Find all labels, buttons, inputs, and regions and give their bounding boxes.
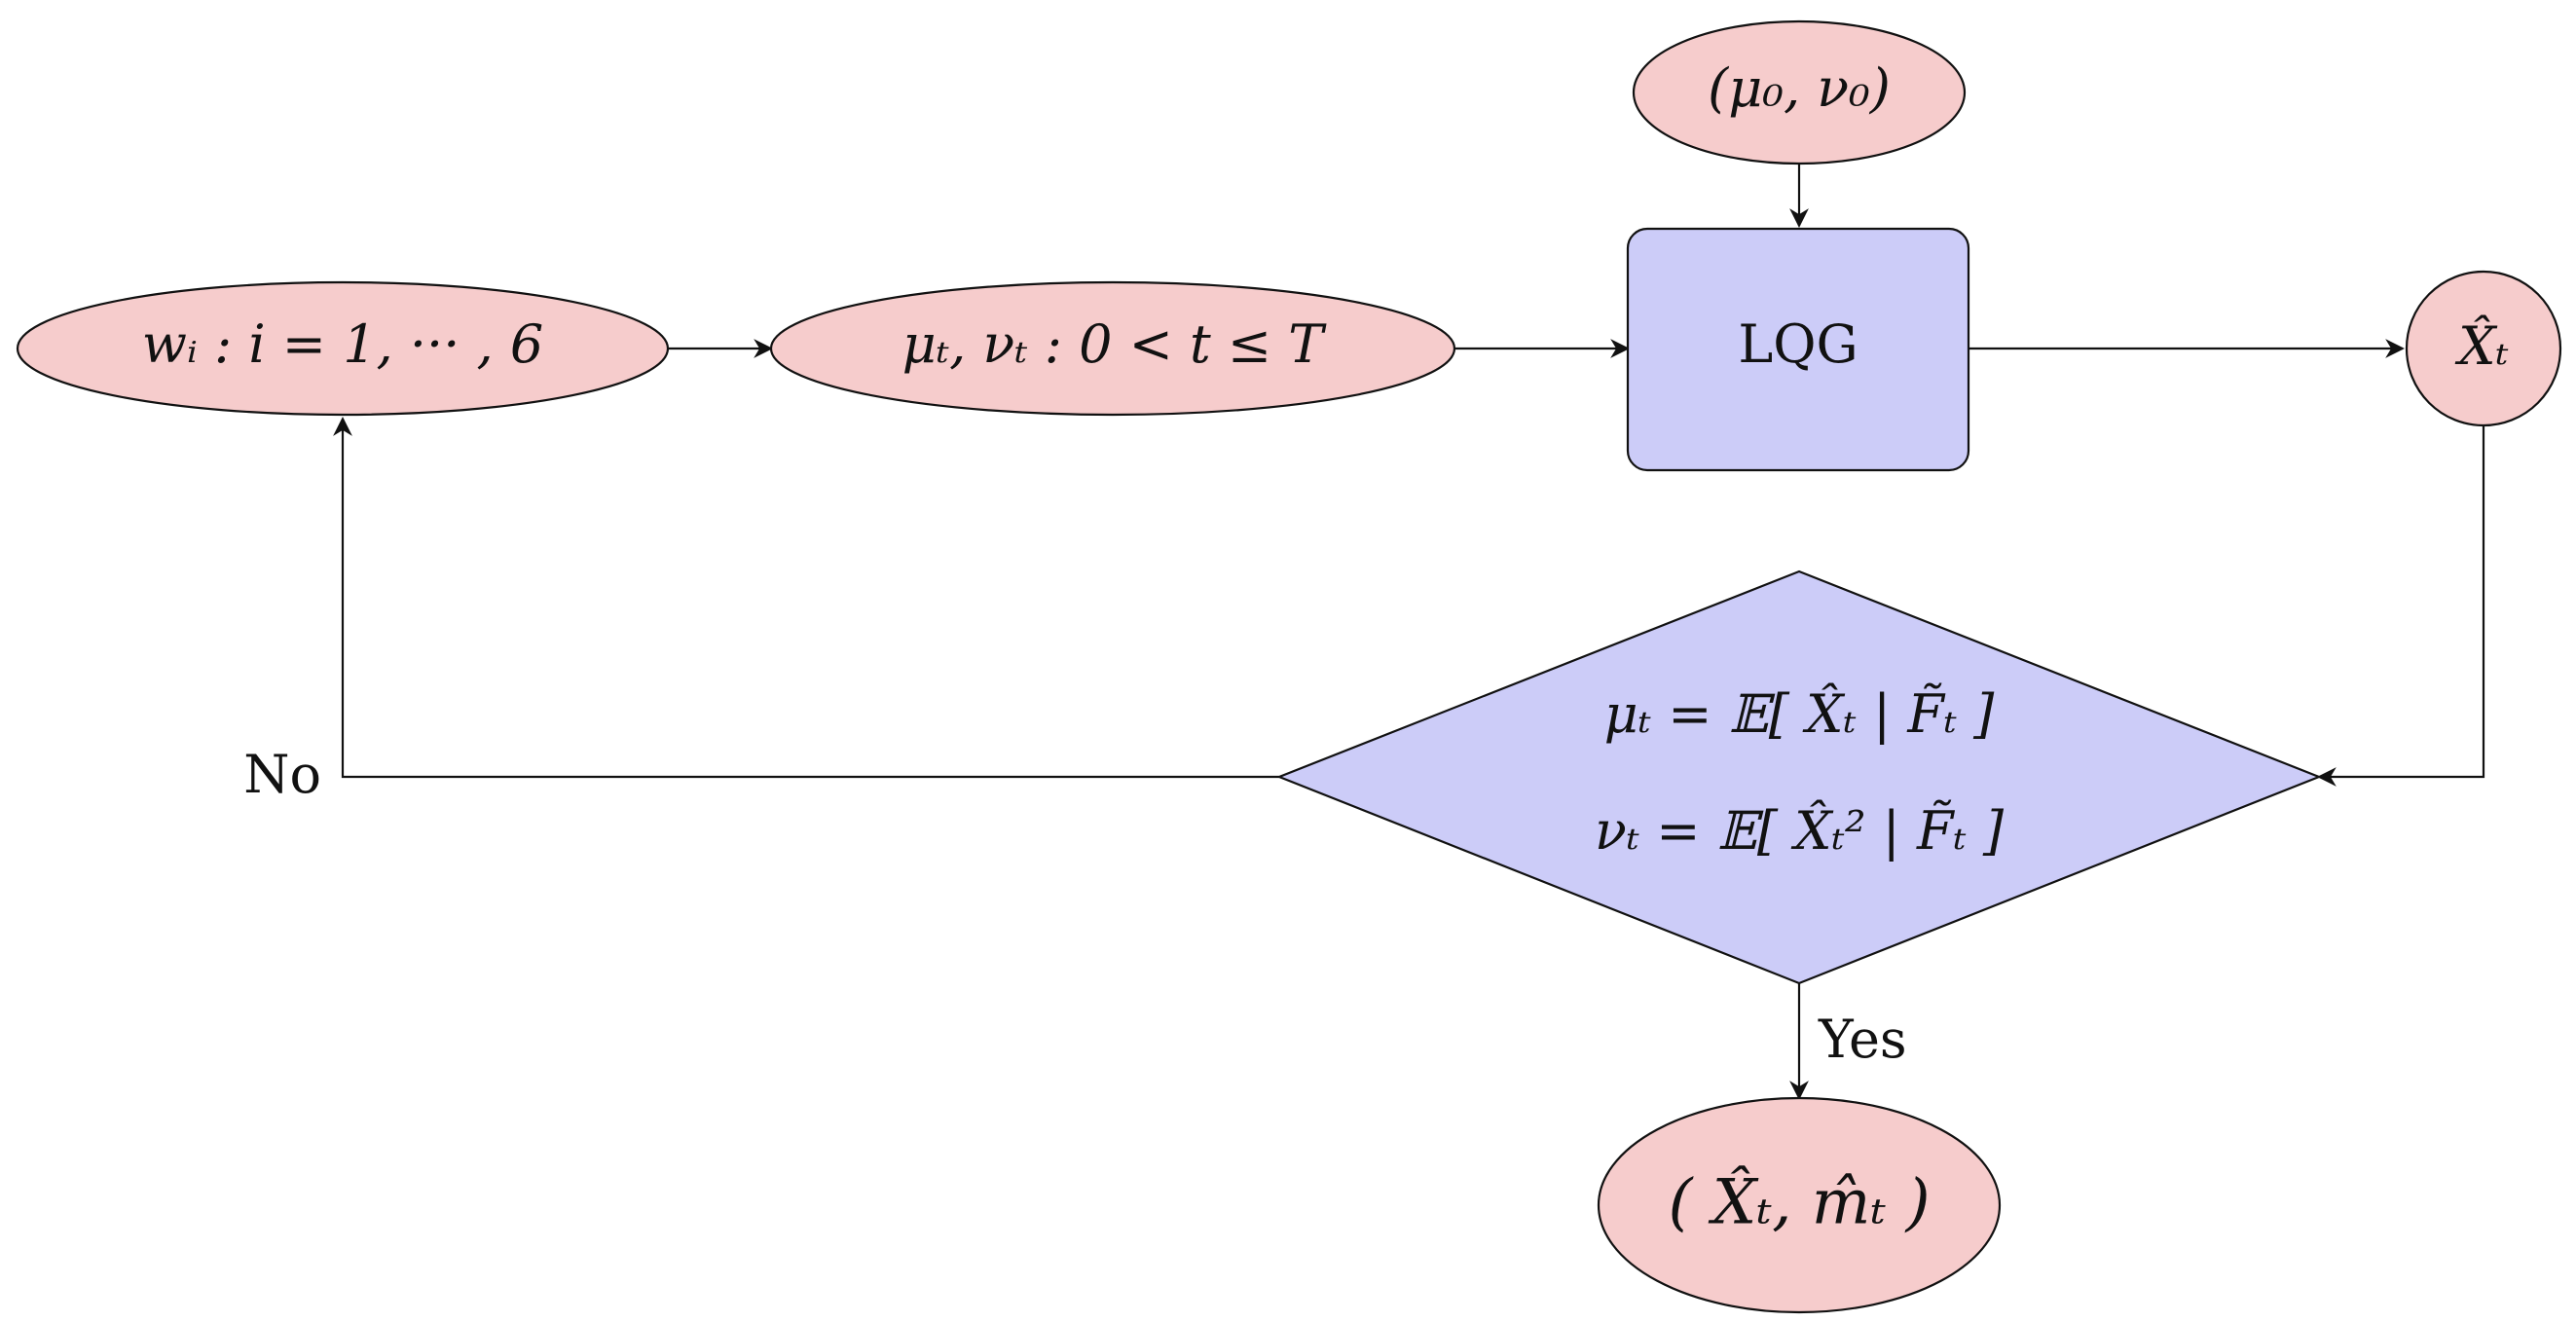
edge-label-no: No [243,744,321,805]
decision-node [1276,569,2322,985]
lqg-node [1626,227,1970,472]
init-params-label: (μ₀, ν₀) [1708,57,1891,119]
lqg-label: LQG [1738,313,1858,375]
edge-label-yes: Yes [1818,1009,1907,1070]
decision-nu-label: νₜ = 𝔼[ X̂ₜ² | F̃ₜ ] [1595,799,2005,862]
weights-node [16,280,670,417]
edge-estimate-to-decision [2317,424,2485,787]
output-label: ( X̂ₜ, m̂ₜ ) [1668,1166,1930,1239]
decision-mu-label: μₜ = 𝔼[ X̂ₜ | F̃ₜ ] [1604,682,1996,745]
edge-decision-no-to-weights [333,417,1279,779]
params-t-node [769,280,1456,417]
init-params-node [1632,19,1967,165]
state-estimate-node [2405,270,2562,427]
params-t-label: μₜ, νₜ : 0 < t ≤ T [902,313,1328,375]
weights-label: wᵢ : i = 1, ··· , 6 [142,313,544,375]
state-estimate-label: X̂ₜ [2454,314,2509,377]
output-node [1597,1096,2002,1314]
